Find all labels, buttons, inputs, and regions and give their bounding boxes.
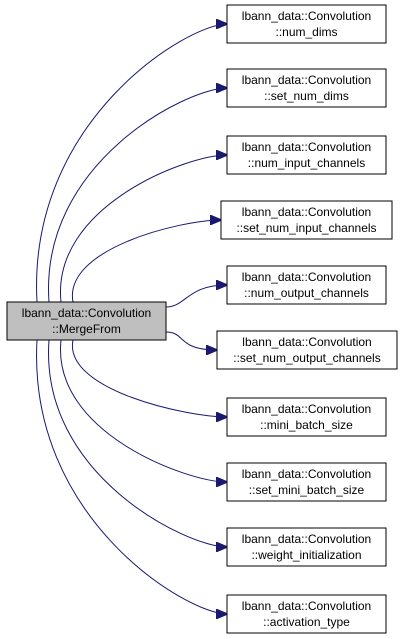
edge-to-mini-batch-size xyxy=(72,339,227,417)
node-line1: lbann_data::Convolution xyxy=(242,335,371,349)
node-line2: ::num_input_channels xyxy=(248,156,365,170)
node-num-input-channels[interactable]: lbann_data::Convolution ::num_input_chan… xyxy=(226,135,387,175)
edge-to-num-input-channels xyxy=(60,155,227,303)
edge-to-activation-type xyxy=(36,339,227,614)
node-set-mini-batch-size[interactable]: lbann_data::Convolution ::set_mini_batch… xyxy=(226,462,387,502)
node-activation-type[interactable]: lbann_data::Convolution ::activation_typ… xyxy=(226,594,387,634)
edge-to-set-num-input-channels xyxy=(72,220,221,303)
node-set-num-output-channels[interactable]: lbann_data::Convolution ::set_num_output… xyxy=(216,330,398,370)
node-set-num-input-channels[interactable]: lbann_data::Convolution ::set_num_input_… xyxy=(220,200,393,240)
edge-to-num-output-channels xyxy=(165,285,227,308)
node-line2: ::activation_type xyxy=(263,615,350,629)
node-line1: lbann_data::Convolution xyxy=(242,467,371,481)
edge-to-set-mini-batch-size xyxy=(60,339,227,482)
node-line2: ::mini_batch_size xyxy=(260,418,353,432)
node-line1: lbann_data::Convolution xyxy=(242,73,371,87)
node-line2: ::num_output_channels xyxy=(244,286,369,300)
node-line2: ::set_num_output_channels xyxy=(233,351,380,365)
node-num-dims[interactable]: lbann_data::Convolution ::num_dims xyxy=(226,4,387,44)
node-source-line1: lbann_data::Convolution xyxy=(22,306,151,320)
node-line2: ::num_dims xyxy=(275,25,337,39)
edges xyxy=(36,24,227,614)
node-line2: ::set_num_input_channels xyxy=(236,221,376,235)
node-source-line2: ::MergeFrom xyxy=(52,322,121,336)
node-line1: lbann_data::Convolution xyxy=(242,140,371,154)
node-line2: ::set_mini_batch_size xyxy=(249,483,365,497)
node-line1: lbann_data::Convolution xyxy=(242,9,371,23)
node-line1: lbann_data::Convolution xyxy=(242,599,371,613)
node-line2: ::weight_initialization xyxy=(251,548,361,562)
node-line1: lbann_data::Convolution xyxy=(242,532,371,546)
edge-to-num-dims xyxy=(36,24,227,303)
node-source-mergefrom[interactable]: lbann_data::Convolution ::MergeFrom xyxy=(6,301,167,341)
node-line1: lbann_data::Convolution xyxy=(242,270,371,284)
node-line1: lbann_data::Convolution xyxy=(242,402,371,416)
node-line1: lbann_data::Convolution xyxy=(242,205,371,219)
edge-to-set-num-dims xyxy=(48,88,227,303)
node-weight-initialization[interactable]: lbann_data::Convolution ::weight_initial… xyxy=(226,527,387,567)
node-set-num-dims[interactable]: lbann_data::Convolution ::set_num_dims xyxy=(226,68,387,108)
node-num-output-channels[interactable]: lbann_data::Convolution ::num_output_cha… xyxy=(226,265,387,305)
node-line2: ::set_num_dims xyxy=(264,89,349,103)
edge-to-weight-initialization xyxy=(48,339,227,547)
edge-to-set-num-output-channels xyxy=(165,331,217,350)
node-mini-batch-size[interactable]: lbann_data::Convolution ::mini_batch_siz… xyxy=(226,397,387,437)
